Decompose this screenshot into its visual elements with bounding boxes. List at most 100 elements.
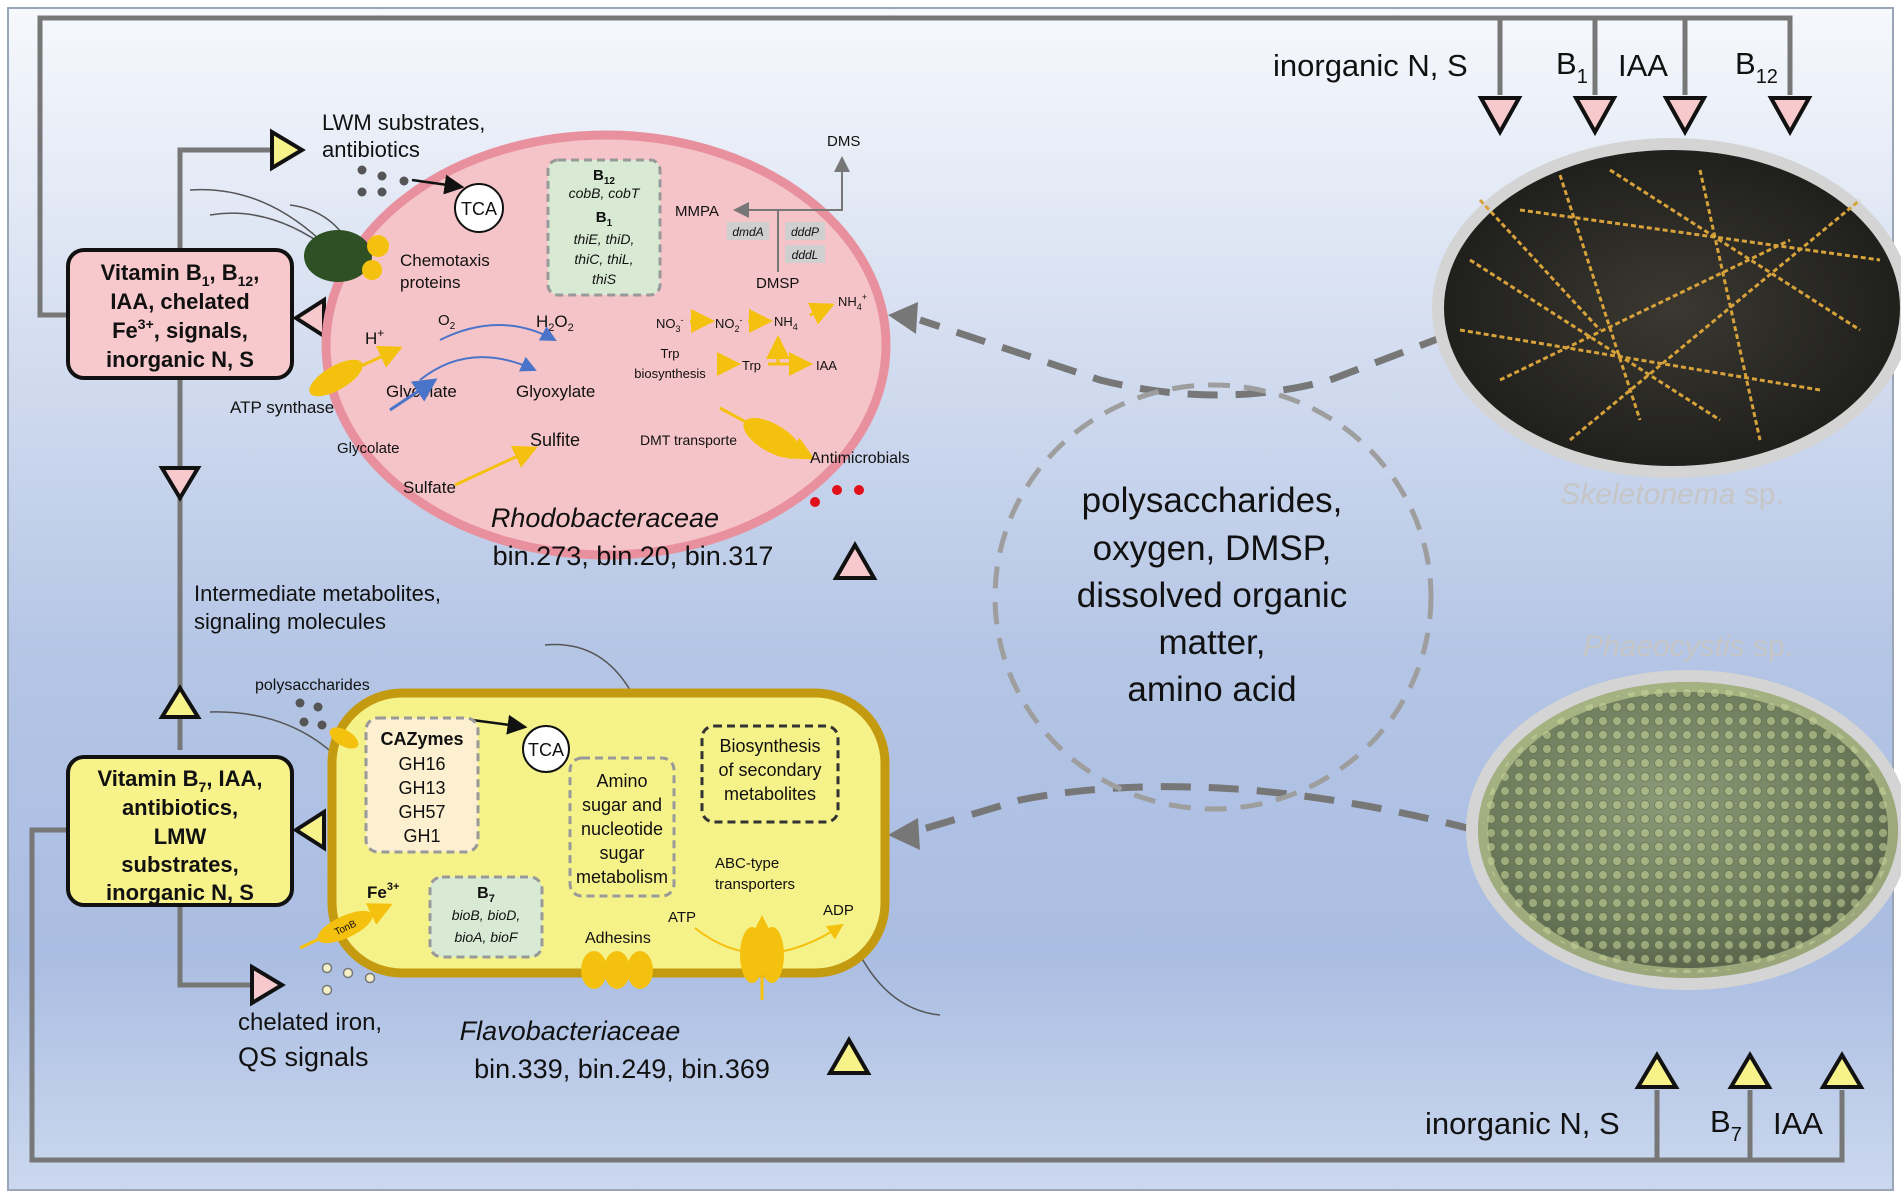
- top-b1-label: B1: [1556, 46, 1588, 88]
- cazymes-box: [364, 716, 480, 854]
- exudates-text: polysaccharides, oxygen, DMSP, dissolved…: [1077, 481, 1347, 709]
- svg-text:polysaccharides,: polysaccharides,: [1082, 481, 1343, 520]
- biosynthesis-box: [700, 724, 840, 824]
- dddp-label: dddP: [791, 225, 819, 239]
- antimicrobials-label: Antimicrobials: [810, 450, 910, 467]
- b1-genes-2: thiC, thiL,: [574, 251, 633, 267]
- flavo-tca-circle: [522, 725, 570, 773]
- dddp-gene-box: [785, 222, 825, 240]
- no3-label: NO3-: [656, 315, 684, 334]
- b7-genes-1: bioB, bioD,: [452, 907, 520, 923]
- rhodo-name: Rhodobacteraceae: [491, 503, 719, 533]
- atp-label: ATP: [668, 909, 696, 926]
- intermediate-label-1: Intermediate metabolites,: [194, 581, 441, 606]
- atp-synthase-label: ATP synthase: [230, 398, 334, 417]
- svg-text:metabolism: metabolism: [576, 867, 668, 887]
- glycolate-label: Glycolate: [386, 382, 457, 401]
- flavo-box-triangle: [292, 808, 326, 852]
- rhodo-exchange-text: Vitamin B1, B12, IAA, chelated Fe3+, sig…: [101, 260, 260, 372]
- abc-label-1: ABC-type: [715, 855, 779, 872]
- intermediate-label-2: signaling molecules: [194, 609, 386, 634]
- bottom-input-triangles: [1634, 1051, 1865, 1089]
- cazyme-item: GH1: [403, 826, 440, 846]
- adp-label: ADP: [823, 902, 854, 919]
- svg-text:nucleotide: nucleotide: [581, 819, 663, 839]
- b12-title: B12: [593, 167, 615, 187]
- dmda-label: dmdA: [732, 225, 763, 239]
- svg-text:amino acid: amino acid: [1127, 670, 1296, 709]
- nh4-label: NH4: [774, 314, 798, 332]
- b7-box: [428, 875, 544, 959]
- svg-text:matter,: matter,: [1159, 623, 1266, 662]
- rhodo-bins: bin.273, bin.20, bin.317: [493, 541, 774, 571]
- svg-text:inorganic N, S: inorganic N, S: [106, 347, 254, 372]
- abc-label-2: transporters: [715, 876, 795, 893]
- glycolate-arrow: [419, 356, 537, 381]
- up-triangle: [158, 684, 202, 719]
- svg-text:antibiotics,: antibiotics,: [122, 795, 238, 820]
- antimicrobial-dots: [810, 485, 864, 507]
- chemotaxis-label-1: Chemotaxis: [400, 251, 490, 270]
- bottom-feedback-loop: [29, 827, 1845, 1163]
- bottom-b7-label: B7: [1710, 1104, 1742, 1146]
- dmsp-to-dms-arrow: [777, 156, 850, 272]
- tca-arrow: [411, 174, 465, 195]
- chelated-label-1: chelated iron,: [238, 1009, 382, 1036]
- trp-label: Trp: [742, 358, 761, 373]
- svg-text:Amino: Amino: [596, 771, 647, 791]
- top-b12-label: B12: [1735, 46, 1778, 88]
- bottom-inorganic-label: inorganic N, S: [1425, 1106, 1620, 1141]
- chemotaxis-subunit-icon: [367, 235, 389, 257]
- rhodo-tca-circle: [454, 183, 504, 233]
- svg-text:inorganic N, S: inorganic N, S: [106, 880, 254, 905]
- b1-genes-1: thiE, thiD,: [574, 231, 635, 247]
- svg-text:sugar: sugar: [599, 843, 644, 863]
- top-inorganic-label: inorganic N, S: [1273, 48, 1468, 83]
- abc-transporter-icon: [760, 927, 784, 983]
- dmsp-label: DMSP: [756, 275, 799, 292]
- b7-genes-2: bioA, bioF: [454, 929, 518, 945]
- dmt-transporter-icon: [743, 417, 801, 459]
- b1-genes-3: thiS: [592, 271, 617, 287]
- dddl-gene-box: [785, 245, 825, 263]
- adhesins-icon: [581, 951, 653, 989]
- dmt-label: DMT transporte: [640, 432, 737, 448]
- bottom-iaa-label: IAA: [1773, 1106, 1823, 1141]
- amino-sugar-text: Amino sugar and nucleotide sugar metabol…: [576, 771, 668, 887]
- algae-dashed-arrows: [918, 316, 1476, 834]
- rhodo-marker-triangle: [832, 540, 878, 580]
- top-feedback-loop: [37, 15, 1793, 318]
- polysaccharide-transporter-icon: [329, 727, 359, 749]
- trp-bio-label-2: biosynthesis: [634, 366, 706, 381]
- trp-bio-label-1: Trp: [660, 346, 679, 361]
- lwm-triangle: [270, 128, 306, 172]
- biosynthesis-text: Biosynthesis of secondary metabolites: [718, 736, 821, 804]
- nh4-export-arrow: [807, 302, 835, 325]
- adhesins-label: Adhesins: [585, 930, 651, 947]
- lwm-label-2: antibiotics: [322, 137, 420, 162]
- iaa-label: IAA: [816, 358, 837, 373]
- top-iaa-label: IAA: [1618, 48, 1668, 83]
- chelated-iron-dots: [321, 962, 376, 996]
- sulfite-label: Sulfite: [530, 430, 580, 450]
- polysaccharide-dots: [295, 698, 327, 730]
- lwm-dots: [357, 165, 409, 197]
- svg-text:dissolved organic: dissolved organic: [1077, 576, 1347, 615]
- o2-label: O2: [438, 312, 456, 332]
- flavo-tca-arrow: [471, 714, 528, 735]
- cazyme-item: GH13: [398, 778, 445, 798]
- dmda-gene-box: [727, 222, 769, 240]
- rhodo-vitamin-box: [546, 158, 662, 297]
- svg-text:oxygen, DMSP,: oxygen, DMSP,: [1093, 529, 1332, 568]
- amino-sugar-box: [568, 756, 676, 898]
- flavo-arrowhead: [888, 818, 920, 850]
- svg-text:Vitamin B7, IAA,: Vitamin B7, IAA,: [97, 766, 262, 795]
- cazymes-title: CAZymes: [380, 729, 463, 749]
- skeletonema-label: Skeletonema sp.: [1560, 478, 1783, 511]
- lwm-label-1: LWM substrates,: [322, 110, 485, 135]
- phaeocystis-image: [1466, 670, 1901, 990]
- fe3-label: Fe3+: [367, 881, 399, 902]
- svg-text:Vitamin B1, B12,: Vitamin B1, B12,: [101, 260, 260, 289]
